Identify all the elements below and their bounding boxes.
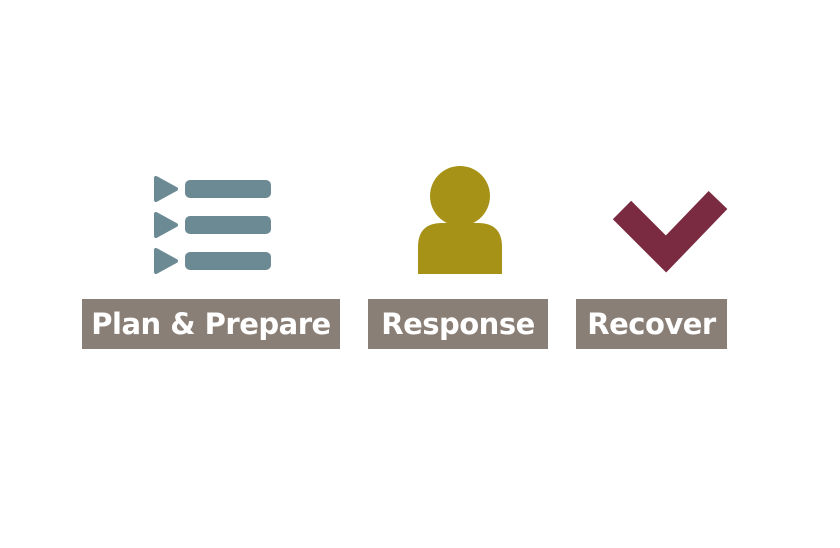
person-icon [418, 166, 502, 274]
checkmark-icon [612, 190, 728, 273]
label-recover: Recover [576, 299, 727, 349]
checklist-icon [154, 176, 271, 274]
label-plan-and-prepare: Plan & Prepare [82, 299, 340, 349]
label-response: Response [368, 299, 548, 349]
